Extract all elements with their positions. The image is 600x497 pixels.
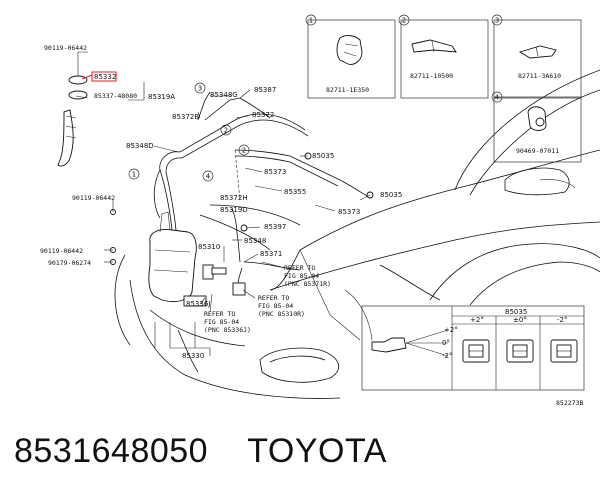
part-caption: 8531648050 TOYOTA: [14, 432, 387, 471]
diagram-callout-2b: 2: [242, 147, 246, 155]
label-85310: 85310: [198, 243, 220, 251]
inset-3-part-number: 82711-3A610: [518, 72, 561, 80]
inset-3-callout: 3: [495, 17, 499, 25]
inset-1-callout: 1: [309, 17, 313, 25]
inset-1-part-number: 82711-1E350: [326, 86, 369, 94]
label-85373-lower: 85373: [338, 208, 360, 216]
diagram-callout-4: 4: [206, 173, 211, 181]
refer-note-3-line2: FIG 85-04: [204, 318, 239, 326]
label-85397: 85397: [264, 223, 286, 231]
table-header-85035: 85035: [505, 308, 527, 316]
diagram-callout-3: 3: [198, 85, 202, 93]
label-85348g: 85348G: [210, 91, 238, 99]
brand-name: TOYOTA: [247, 432, 387, 470]
car-body-outline: [114, 69, 600, 399]
label-85035-upper: 85035: [312, 152, 334, 160]
inset-2: 2 82711-10500: [398, 14, 489, 99]
inset-2-callout: 2: [402, 17, 406, 25]
diagram-callout-2: 2: [224, 127, 228, 135]
label-90119-06442-low: 90119-06442: [40, 247, 83, 255]
filler-neck: [57, 75, 88, 167]
parts-diagram: 3 2 2 1 4 90119-06442 85332 85337-48080 …: [40, 14, 600, 407]
refer-note-3-line3: (PNC 85336J): [204, 326, 251, 334]
pump-and-fittings: [110, 152, 374, 296]
label-85372b: 85372B: [172, 113, 199, 121]
nozzle-adjustment-table: 85035 +2° ±0° -2° +2° 0° -2°: [361, 305, 585, 391]
part-labels: 90119-06442 85332 85337-48080 85319A 853…: [40, 44, 402, 360]
label-85372h: 85372H: [220, 194, 248, 202]
nozzle-cell-plus2: [462, 339, 490, 363]
label-85337-48080: 85337-48080: [94, 92, 137, 100]
label-85336j: 85336J: [186, 300, 210, 308]
refer-note-3-line1: REFER TO: [204, 310, 235, 318]
refer-note-1-line1: REFER TO: [284, 264, 315, 272]
nozzle-cell-minus2: [550, 339, 578, 363]
table-col-minus2: -2°: [557, 316, 567, 324]
diagram-callouts: 3 2 2 1 4: [128, 82, 250, 182]
inset-4: 4 90469-07011: [491, 91, 582, 163]
label-85372: 85372: [252, 111, 274, 119]
inset-1: 1 82711-1E350: [305, 14, 396, 99]
label-85035-lower: 85035: [380, 191, 402, 199]
label-85348d: 85348D: [126, 142, 154, 150]
part-number: 8531648050: [14, 432, 209, 470]
label-85319d: 85319D: [220, 206, 248, 214]
refer-note-2-line1: REFER TO: [258, 294, 289, 302]
label-90179-06274: 90179-06274: [48, 259, 91, 267]
label-85330: 85330: [182, 352, 204, 360]
refer-note-1-line2: FIG 85-04: [284, 272, 319, 280]
label-85348: 85348: [244, 237, 266, 245]
label-85332: 85332: [94, 73, 116, 81]
refer-note-2-line3: (PNC 85310R): [258, 310, 305, 318]
label-85373-upper: 85373: [264, 168, 286, 176]
label-85387: 85387: [254, 86, 276, 94]
refer-note-1-line3: (PNC 85371R): [284, 280, 331, 288]
label-90119-06442-top: 90119-06442: [44, 44, 87, 52]
angle-minus2: -2°: [442, 352, 452, 360]
label-85319a: 85319A: [148, 93, 175, 101]
table-col-plus2: +2°: [470, 316, 484, 324]
label-90119-06442-mid: 90119-06442: [72, 194, 115, 202]
table-col-zero: ±0°: [513, 316, 527, 324]
nozzle-cell-zero: [506, 339, 534, 363]
inset-4-callout: 4: [495, 94, 500, 102]
label-85355: 85355: [284, 188, 306, 196]
diagram-code: 852273B: [556, 399, 583, 407]
inset-3: 3 82711-3A610: [491, 14, 582, 99]
angle-plus2: +2°: [444, 326, 458, 334]
inset-2-part-number: 82711-10500: [410, 72, 453, 80]
refer-note-2-line2: FIG 85-04: [258, 302, 293, 310]
washer-tank: [148, 211, 207, 307]
diagram-callout-1: 1: [132, 171, 136, 179]
angle-zero: 0°: [442, 339, 450, 347]
leader-lines: [75, 51, 371, 356]
label-85371: 85371: [260, 250, 282, 258]
inset-4-part-number: 90469-07011: [516, 147, 559, 155]
